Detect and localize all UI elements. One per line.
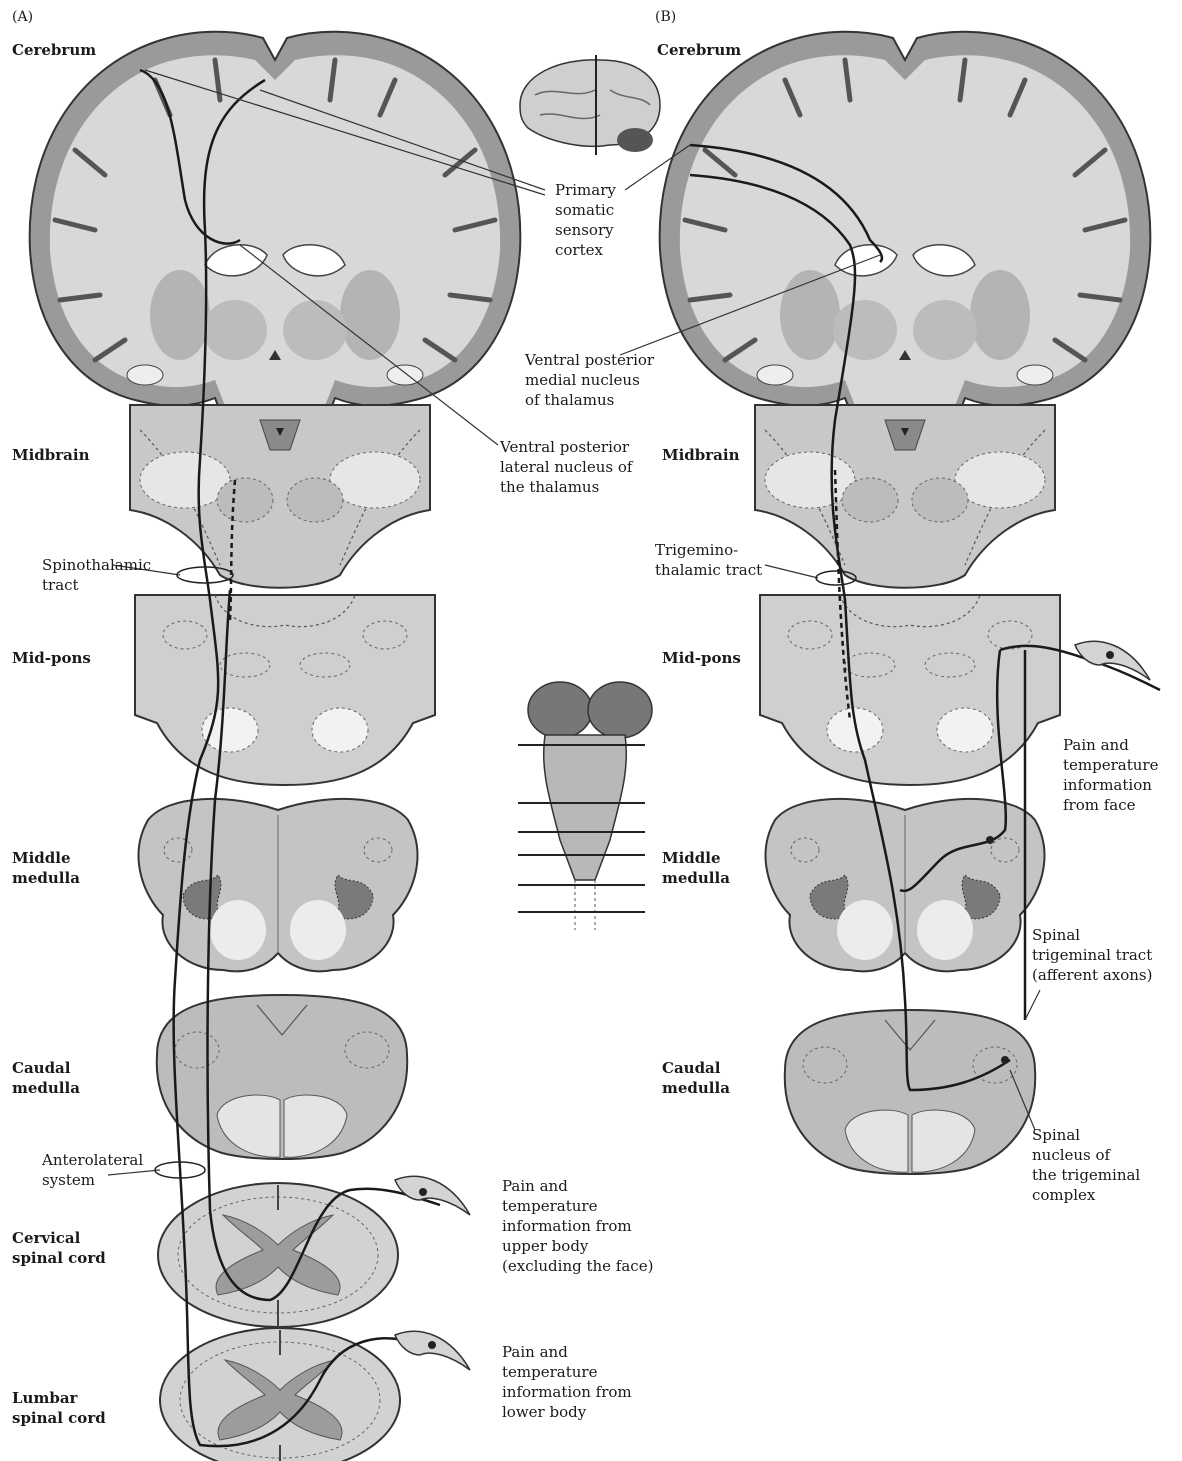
label-spinal-trigeminal-tract: Spinal trigeminal tract (afferent axons) bbox=[1032, 925, 1152, 985]
label-vpm-nucleus: Ventral posterior medial nucleus of thal… bbox=[525, 350, 654, 410]
level-label-mid-pons-b: Mid-pons bbox=[662, 648, 741, 668]
panel-b-letter: (B) bbox=[655, 8, 676, 26]
level-label-midbrain-b: Midbrain bbox=[662, 445, 740, 465]
level-label-cerebrum-a: Cerebrum bbox=[12, 40, 96, 60]
level-label-middle-medulla-b: Middle medulla bbox=[662, 848, 730, 888]
label-vpl-nucleus: Ventral posterior lateral nucleus of the… bbox=[500, 437, 632, 497]
level-label-middle-medulla-a: Middle medulla bbox=[12, 848, 80, 888]
level-label-cervical-spinal-cord: Cervical spinal cord bbox=[12, 1228, 106, 1268]
panel-a-letter: (A) bbox=[12, 8, 33, 26]
level-label-lumbar-spinal-cord: Lumbar spinal cord bbox=[12, 1388, 106, 1428]
label-spinal-trigeminal-nucleus: Spinal nucleus of the trigeminal complex bbox=[1032, 1125, 1140, 1205]
label-pain-temp-face: Pain and temperature information from fa… bbox=[1063, 735, 1158, 815]
label-anterolateral-system: Anterolateral system bbox=[42, 1150, 143, 1190]
level-label-midbrain-a: Midbrain bbox=[12, 445, 90, 465]
level-label-caudal-medulla-a: Caudal medulla bbox=[12, 1058, 80, 1098]
label-primary-somatic-sensory-cortex: Primary somatic sensory cortex bbox=[555, 180, 616, 260]
label-trigeminothalamic-tract: Trigemino- thalamic tract bbox=[655, 540, 762, 580]
label-spinothalamic-tract: Spinothalamic tract bbox=[42, 555, 151, 595]
label-pain-temp-upper-body: Pain and temperature information from up… bbox=[502, 1176, 653, 1276]
level-label-cerebrum-b: Cerebrum bbox=[657, 40, 741, 60]
label-pain-temp-lower-body: Pain and temperature information from lo… bbox=[502, 1342, 632, 1422]
level-label-caudal-medulla-b: Caudal medulla bbox=[662, 1058, 730, 1098]
level-label-mid-pons-a: Mid-pons bbox=[12, 648, 91, 668]
